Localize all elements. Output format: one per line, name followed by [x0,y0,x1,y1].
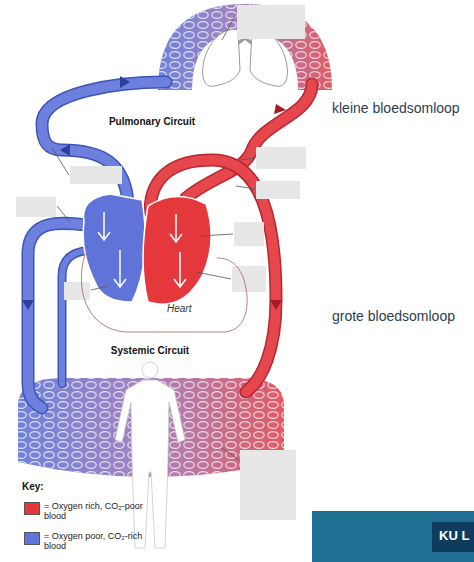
logo-band [312,511,474,562]
circuit-name: kleine bloedsomloop [332,100,460,116]
legend-swatch [24,532,40,545]
circuit-title: Systemic Circuit [111,345,189,357]
heart-outline: Heart [75,248,253,336]
circuit-name: grote bloedsomloop [332,308,455,324]
legend-text: = Oxygen rich, CO₂-poor blood [44,501,156,521]
heart-outline-shape [75,248,253,336]
logo-text: KU L [439,529,469,544]
legend-title: Key: [22,481,44,493]
body-silhouette [115,362,185,548]
heart-illustration [83,194,211,304]
circuit-title: Pulmonary Circuit [109,116,195,128]
legend-text: = Oxygen poor, CO₂-rich blood [44,531,156,551]
pulmonary-capillaries [158,4,332,90]
flow-arrows [22,76,286,310]
blank-label-boxes [16,5,306,520]
leader-lines [52,14,255,460]
vessels [28,82,312,408]
legend-swatch [24,502,40,515]
organ-label: Heart [167,303,191,315]
